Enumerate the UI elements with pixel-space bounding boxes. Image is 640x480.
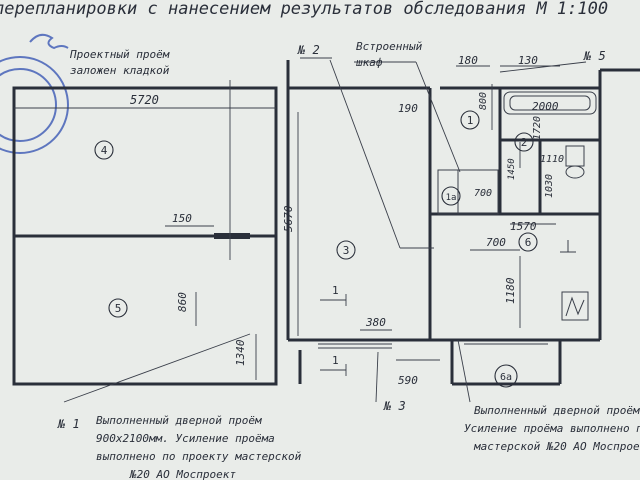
room-6a: 6а: [500, 372, 512, 383]
note-bricked-opening-line2: заложен кладкой: [70, 64, 170, 77]
walls: [12, 60, 640, 386]
kitchen-sink: [560, 240, 576, 253]
note-left-door-line2: 900х2100мм. Усиление проёма: [96, 432, 275, 445]
number-markers: № 1 № 2 № 3 № 5: [57, 43, 606, 431]
note-left-door-line4: №20 АО Моспроект: [129, 468, 236, 480]
dim-700-a: 700: [474, 188, 492, 199]
room-4: 4: [101, 144, 108, 157]
marker-no5: № 5: [583, 49, 606, 63]
section-label-bottom: 1: [332, 354, 339, 367]
room-2: 2: [521, 136, 528, 149]
room-5: 5: [115, 302, 122, 315]
section-label-top: 1: [332, 284, 339, 297]
dim-190: 190: [398, 102, 418, 115]
toilet: [565, 145, 585, 179]
note-closet-line1: Встроенный: [356, 40, 423, 53]
note-closet-line2: шкаф: [356, 56, 383, 69]
marker-no3: № 3: [383, 399, 406, 413]
dim-150: 150: [172, 212, 192, 225]
dim-1180: 1180: [504, 277, 517, 304]
marker-no1: № 1: [57, 417, 80, 431]
plan-title: перепланировки с нанесением результатов …: [0, 0, 608, 19]
room-6: 6: [525, 236, 532, 249]
note-left-door-line1: Выполненный дверной проём: [96, 414, 262, 427]
notes: Проектный проём заложен кладкой Встроенн…: [69, 40, 640, 480]
dim-1340: 1340: [234, 339, 247, 366]
room-markers: 4 5 3 1 2 1а 6 6а: [94, 110, 538, 388]
note-right-door-line2: Усиление проёма выполнено п: [464, 422, 640, 435]
dimension-labels: 5720 150 860 1340 5670 380 590 190 180 1…: [130, 54, 564, 387]
dim-130: 130: [518, 54, 538, 67]
dim-380: 380: [365, 316, 386, 329]
dim-2000: 2000: [532, 100, 559, 113]
stamp-seal: [0, 33, 69, 154]
note-left-door-line3: выполнено по проекту мастерской: [96, 450, 302, 463]
dim-1110: 1110: [540, 154, 564, 165]
dimension-lines: [14, 65, 560, 380]
dim-1570: 1570: [510, 220, 537, 233]
dim-180: 180: [458, 54, 478, 67]
dim-1720: 1720: [532, 116, 543, 140]
dim-800: 800: [478, 92, 489, 110]
dim-860: 860: [176, 292, 189, 312]
dim-5720: 5720: [130, 93, 159, 107]
note-right-door-line3: мастерской №20 АО Моспроект: [473, 440, 640, 453]
room-1a: 1а: [446, 193, 457, 203]
dim-590: 590: [398, 374, 418, 387]
dim-700-b: 700: [486, 236, 506, 249]
section-marker: 1 1: [320, 284, 347, 376]
bricked-opening: [214, 233, 250, 239]
bathtub: [503, 91, 597, 115]
dim-1030: 1030: [544, 174, 555, 198]
room-1: 1: [467, 114, 474, 127]
room-3: 3: [343, 244, 350, 257]
note-right-door-line1: Выполненный дверной проём: [474, 404, 640, 417]
dim-1450: 1450: [507, 158, 517, 180]
marker-no2: № 2: [297, 43, 320, 57]
dim-5670: 5670: [282, 205, 295, 232]
door-openings: [318, 343, 548, 349]
kitchen-stove: [561, 291, 589, 321]
leader-lines: [63, 57, 587, 403]
note-bricked-opening-line1: Проектный проём: [69, 48, 170, 61]
